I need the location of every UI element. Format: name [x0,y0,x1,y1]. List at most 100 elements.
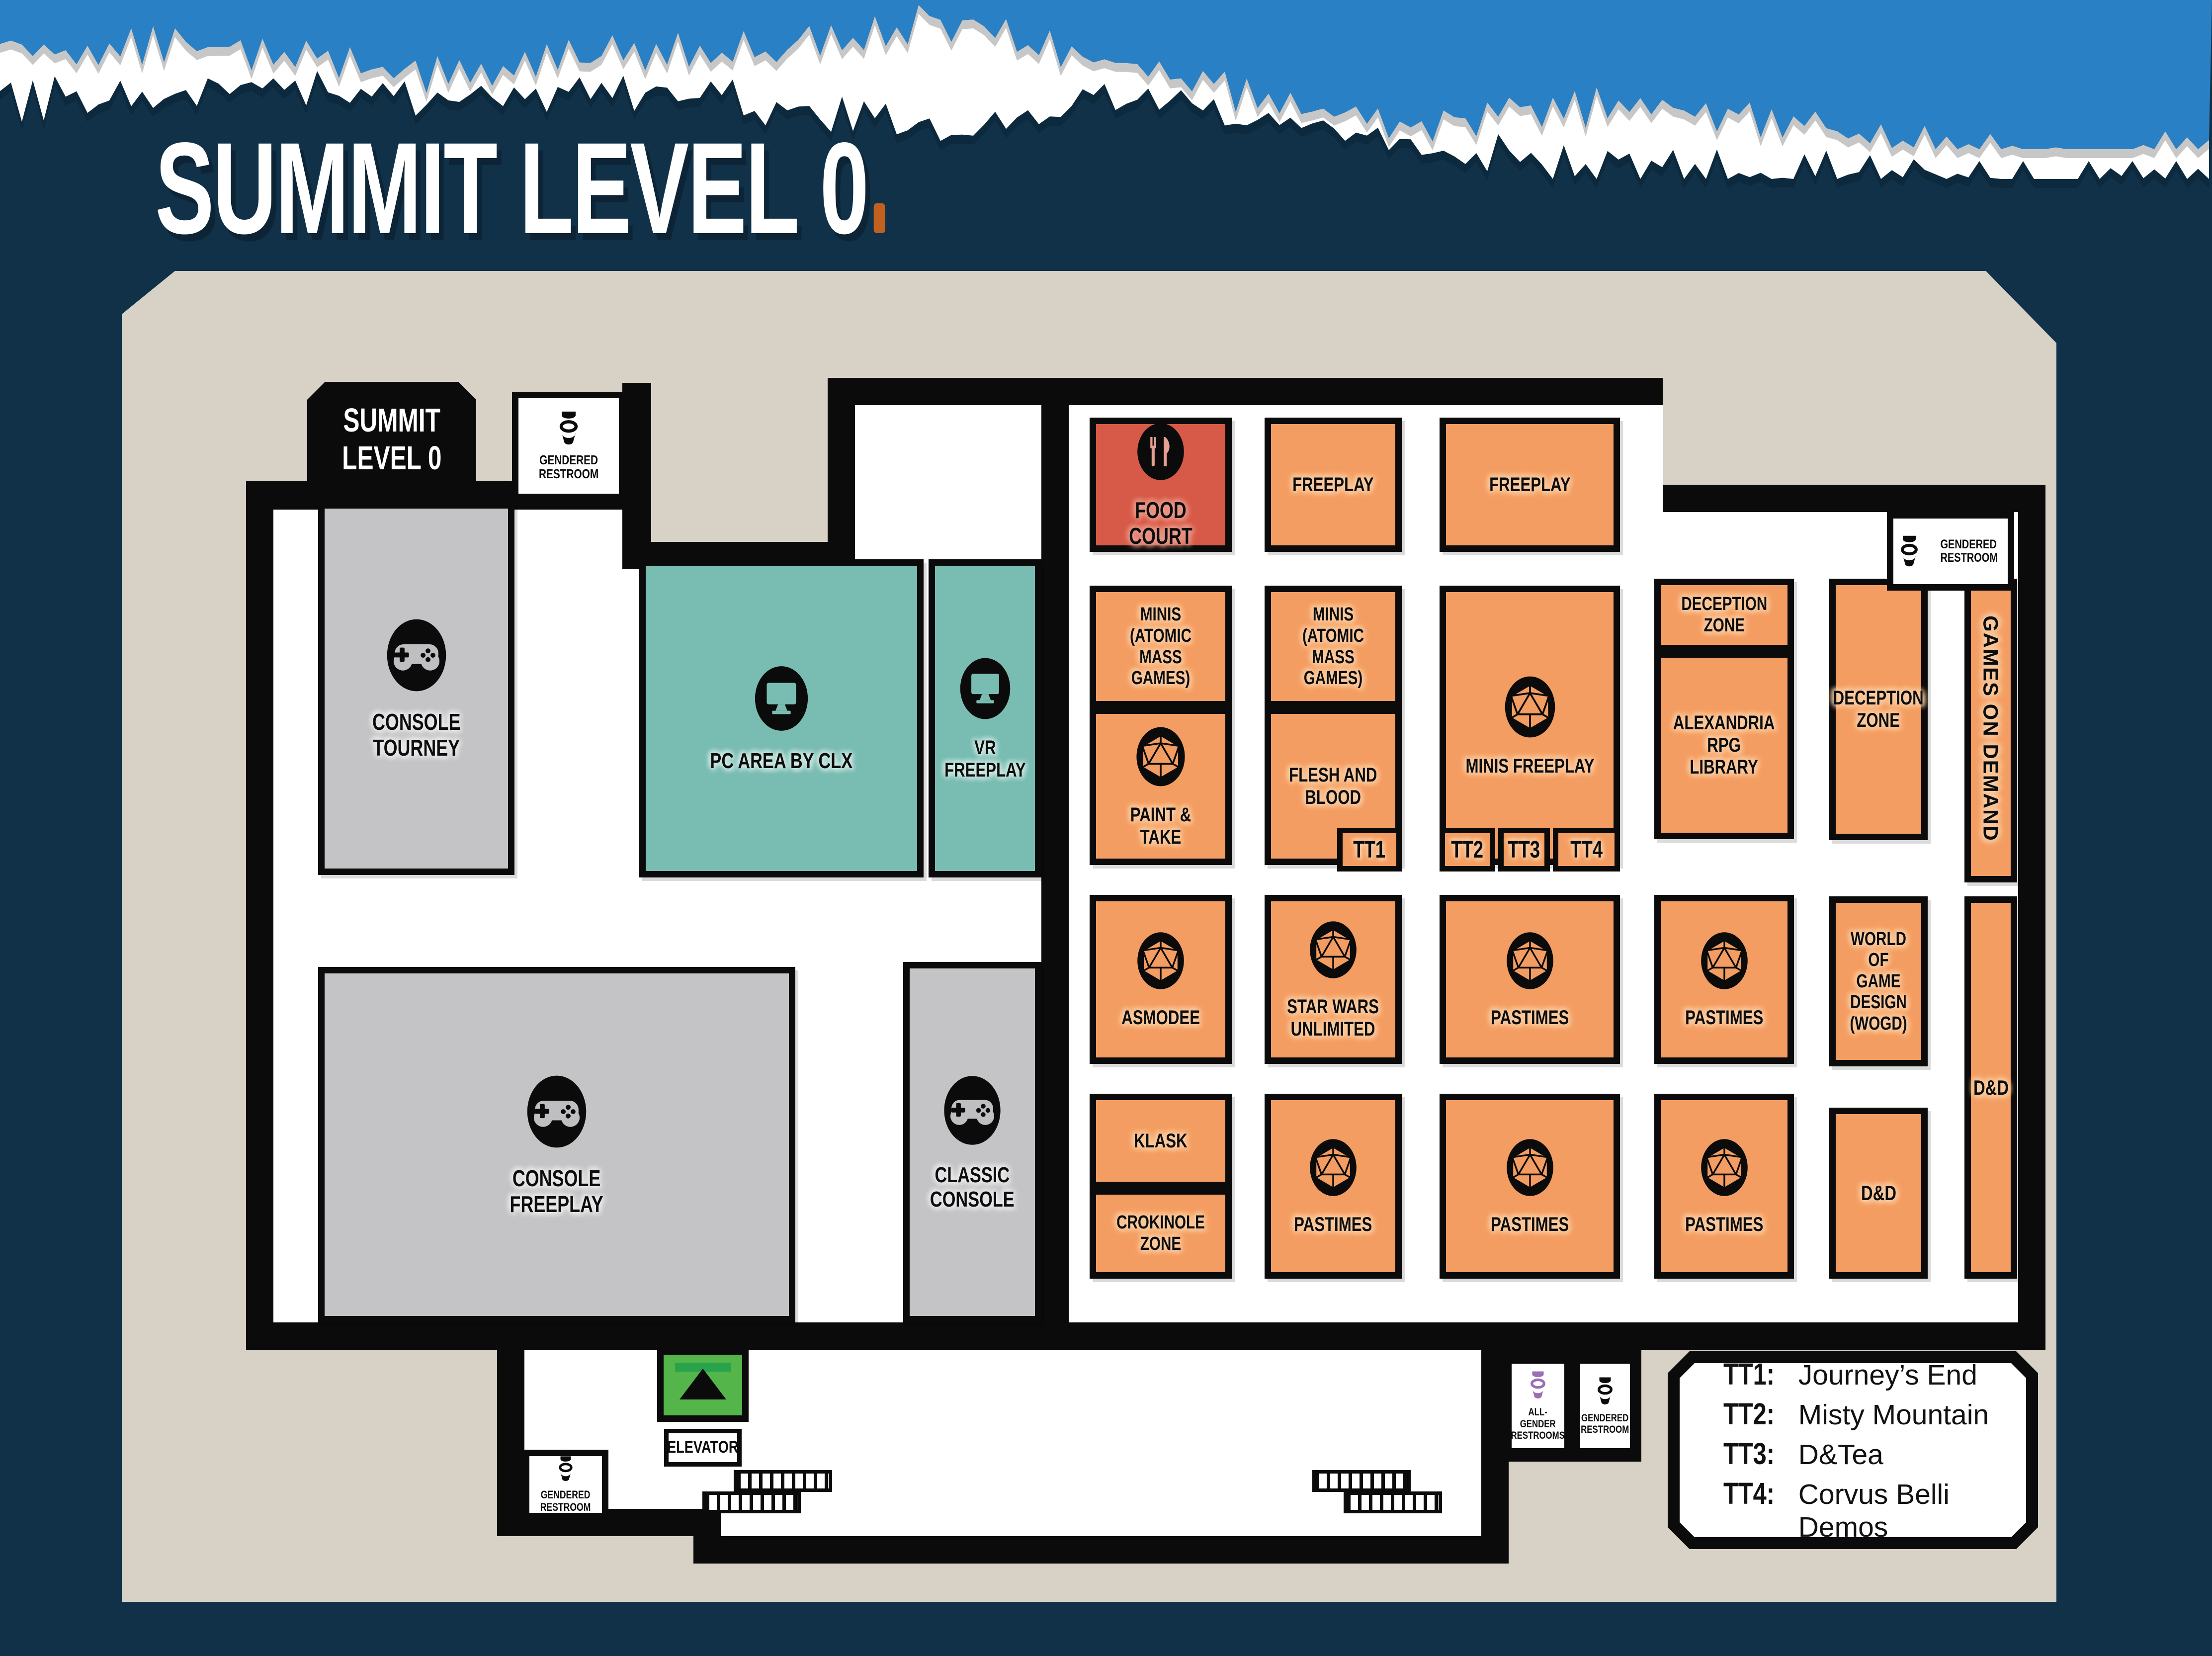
legend-row: TT4: Corvus Belli Demos [1723,1476,2026,1544]
room-pastimes-1: PASTIMES [1440,895,1620,1064]
room-pastimes-4: PASTIMES [1440,1094,1620,1279]
legend-key: TT2: [1723,1397,1775,1431]
room-freeplay-1: FREEPLAY [1265,418,1402,552]
room-label: MINIS (ATOMIC MASS GAMES) [1302,604,1364,689]
legend-key: TT3: [1723,1437,1775,1471]
room-star-wars-unlimited: STAR WARS UNLIMITED [1265,895,1402,1064]
monitor-icon [957,655,1013,722]
room-label: PASTIMES [1685,1214,1764,1236]
room-label: STAR WARS UNLIMITED [1287,995,1379,1040]
d20-icon [1504,1136,1556,1199]
room-console-tourney: CONSOLE TOURNEY [318,502,514,875]
room-label: CONSOLE FREEPLAY [510,1165,604,1217]
legend-value: Misty Mountain [1798,1399,1989,1431]
room-dnd-2: D&D [1829,1108,1928,1279]
legend-row: TT2: Misty Mountain [1723,1396,2026,1431]
restroom-top-left: GENDERED RESTROOM [512,392,625,500]
room-vr-freeplay: VR FREEPLAY [929,559,1041,877]
room-label: MINIS FREEPLAY [1465,755,1594,777]
tt-label: TT4 [1570,836,1603,863]
room-label: DECEPTION ZONE [1681,594,1767,636]
gamepad-icon [524,1072,590,1151]
room-label: ASMODEE [1121,1007,1200,1029]
legend-value: Corvus Belli Demos [1798,1479,1950,1543]
legend-value: Journey’s End [1798,1359,1977,1391]
d20-icon [1502,674,1558,740]
stairs-icon [734,1470,832,1492]
room-crokinole-zone: CROKINOLE ZONE [1090,1188,1232,1279]
elevator-label-box: ELEVATOR [664,1429,742,1467]
room-asmodee: ASMODEE [1090,895,1232,1064]
room-games-on-demand: GAMES ON DEMAND [1964,579,2017,882]
legend-row: TT3: D&Tea [1723,1436,2026,1471]
room-pastimes-5: PASTIMES [1654,1094,1794,1279]
room-label: VR FREEPLAY [944,737,1026,781]
room-label: PASTIMES [1294,1214,1372,1236]
tt-label: TT3 [1508,836,1540,863]
legend-row: TT1: Journey’s End [1723,1357,2026,1392]
elevator-up-icon [680,1369,726,1399]
room-freeplay-2: FREEPLAY [1440,418,1620,552]
legend-value: D&Tea [1798,1439,1883,1471]
d20-icon [1307,919,1359,981]
legend-key: TT4: [1723,1477,1775,1510]
stairs-icon [1344,1491,1442,1513]
room-label: PASTIMES [1490,1214,1569,1236]
gamepad-icon [384,616,449,695]
room-deception-zone-2: DECEPTION ZONE [1829,579,1928,840]
d20-icon [1134,724,1188,789]
room-label: WORLD OF GAME DESIGN (WOGD) [1850,928,1907,1034]
room-label: D&D [1861,1181,1896,1205]
room-klask: KLASK [1090,1094,1232,1188]
d20-icon [1307,1136,1359,1199]
table-tt2: TT2 [1440,828,1495,872]
room-label: CROKINOLE ZONE [1116,1212,1205,1254]
toilet-icon [555,411,583,446]
room-label: PC AREA BY CLX [710,749,853,774]
room-label: MINIS (ATOMIC MASS GAMES) [1129,604,1192,689]
room-label: PASTIMES [1685,1007,1764,1029]
room-label: DECEPTION ZONE [1833,687,1924,731]
stairs-icon [1312,1470,1411,1492]
toilet-icon [1594,1377,1616,1405]
level-label-box: SUMMIT LEVEL 0 [307,382,476,497]
room-minis-amg-1: MINIS (ATOMIC MASS GAMES) [1090,586,1232,707]
room-dnd-tall: D&D [1964,896,2017,1279]
d20-icon [1699,1136,1750,1199]
level-label-line2: LEVEL 0 [341,439,442,477]
table-tt4: TT4 [1553,828,1620,872]
room-paint-take: PAINT & TAKE [1090,707,1232,865]
room-label: KLASK [1134,1130,1188,1152]
room-classic-console: CLASSIC CONSOLE [903,962,1041,1322]
restrooms-all-gender-label: ALL-GENDER RESTROOMS [1511,1406,1565,1441]
room-label: GAMES ON DEMAND [1979,615,2003,842]
legend-key: TT1: [1723,1357,1775,1391]
title-accent-mark [873,203,885,233]
room-label: CLASSIC CONSOLE [930,1162,1015,1212]
d20-icon [1504,930,1556,992]
d20-icon [1135,930,1187,992]
restroom-bottom-left-label: GENDERED RESTROOM [540,1488,591,1513]
restroom-top-left-label: GENDERED RESTROOM [538,452,599,482]
monitor-icon [752,663,811,734]
room-pastimes-3: PASTIMES [1265,1094,1402,1279]
room-label: D&D [1973,1075,2009,1099]
stairs-icon [702,1491,801,1513]
room-pastimes-2: PASTIMES [1654,895,1794,1064]
tt-label: TT1 [1353,836,1386,863]
room-world-of-game-design: WORLD OF GAME DESIGN (WOGD) [1829,896,1928,1066]
fork-knife-icon [1135,421,1187,483]
toilet-icon-all-gender [1527,1371,1549,1399]
room-label: FREEPLAY [1489,473,1571,496]
restroom-bottom-left: GENDERED RESTROOM [523,1450,608,1519]
room-label: FOOD COURT [1129,497,1192,549]
elevator-label: ELEVATOR [667,1438,739,1457]
room-pc-area: PC AREA BY CLX [639,559,924,877]
room-console-freeplay: CONSOLE FREEPLAY [318,967,795,1322]
restrooms-all-gender: ALL-GENDER RESTROOMS [1505,1357,1571,1455]
restroom-top-right: GENDERED RESTROOM [1887,512,2014,591]
d20-icon [1699,930,1750,992]
room-food-court: FOOD COURT [1090,418,1232,552]
